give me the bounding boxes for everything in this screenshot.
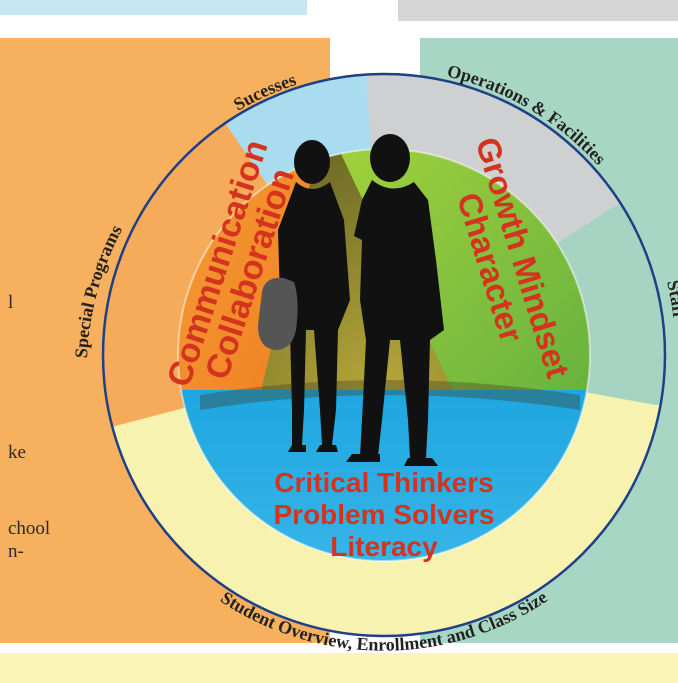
panel-text-fragment: chool: [8, 518, 51, 539]
backpack-icon: [258, 277, 298, 350]
panel-text-fragment: ke: [8, 442, 26, 463]
core-label-problem-solvers: Problem Solvers: [274, 499, 495, 530]
panel-text-fragment: l: [8, 292, 14, 313]
successes-panel-top: [0, 0, 307, 15]
ring-label-staff: Staff: [663, 278, 678, 319]
core-label-critical-thinkers: Critical Thinkers: [274, 467, 493, 498]
core-label-literacy: Literacy: [330, 531, 438, 562]
student-overview-panel: [0, 653, 678, 683]
students-silhouette-icon: [258, 134, 444, 466]
outer-ring-border: [101, 72, 667, 638]
ring-sector-successes: [150, 74, 384, 355]
operations-panel-top: [398, 0, 678, 21]
panel-text-fragment: n-: [8, 541, 24, 562]
